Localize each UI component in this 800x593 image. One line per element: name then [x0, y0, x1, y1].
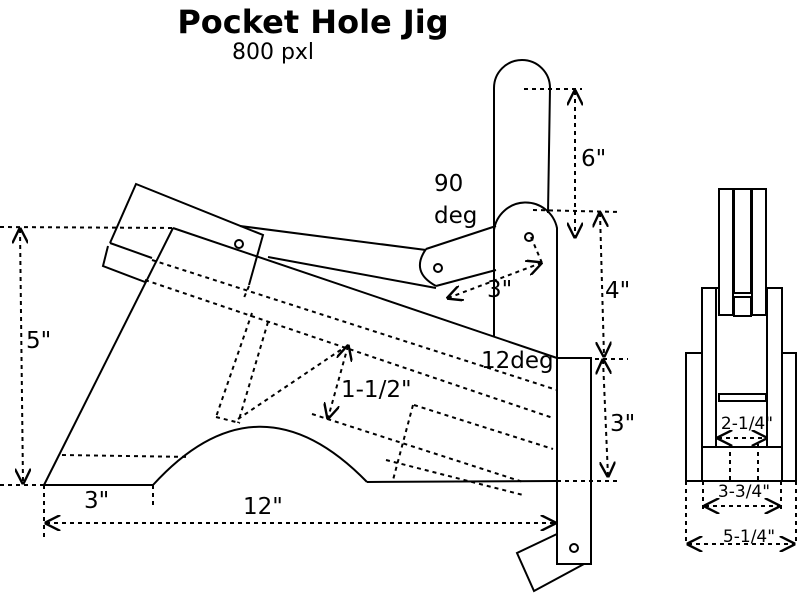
- handle-curve: [418, 248, 437, 287]
- handle-bottom-line: [267, 256, 437, 289]
- label-5-inch: 5": [26, 328, 51, 354]
- dim-arrow-5: [20, 229, 23, 483]
- dim-arrow-3-top: [448, 263, 541, 298]
- base-arch: [152, 425, 368, 486]
- base-line-right: [366, 480, 558, 483]
- end-crossbar: [718, 393, 767, 402]
- label-12-inch: 12": [243, 494, 283, 520]
- drill-axis-a: [151, 259, 558, 391]
- label-3-75-inch: 3-3/4": [718, 482, 770, 502]
- label-6-inch: 6": [581, 146, 606, 172]
- bore-diag: [237, 346, 346, 420]
- label-5-25-inch: 5-1/4": [723, 527, 775, 547]
- bore-left: [215, 312, 253, 418]
- dimension-labels: 90 deg 6" 3" 4" 5" 12deg 1-1/2" 3" 3" 12…: [26, 146, 635, 520]
- wood-line-a: [413, 404, 554, 450]
- lever-upper: [425, 225, 497, 250]
- label-3-inch-bottom: 3": [84, 488, 109, 514]
- label-3-inch-right: 3": [610, 411, 635, 437]
- label-90: 90: [434, 171, 463, 197]
- label-1-5-inch: 1-1/2": [341, 377, 412, 403]
- wood-line-b: [392, 404, 414, 481]
- end-post-left: [718, 188, 734, 316]
- bore-bottom: [215, 416, 241, 424]
- guide-edge-a: [109, 242, 153, 259]
- hidden-lines: [0, 88, 628, 540]
- page-subtitle: 800 pxl: [232, 40, 314, 65]
- dimension-arrows: [20, 91, 608, 523]
- ref-line-top: [0, 226, 176, 229]
- label-3-inch-top: 3": [487, 277, 512, 303]
- label-2-25-inch: 2-1/4": [721, 414, 773, 434]
- end-post-block: [733, 296, 752, 317]
- dim-arrow-3-right: [603, 360, 608, 476]
- page-title: Pocket Hole Jig: [177, 3, 448, 41]
- slope-left-edge: [43, 227, 174, 486]
- angle-ref: [530, 236, 543, 264]
- guide-edge-b: [101, 245, 146, 283]
- wood-line-d: [385, 459, 524, 496]
- jig-end-view: 2-1/4" 3-3/4" 5-1/4": [685, 188, 797, 547]
- dim-arrow-4: [600, 213, 604, 356]
- fence-plate: [556, 357, 592, 565]
- clamp-post-upper: [493, 59, 552, 214]
- drill-guide-block: [109, 182, 265, 286]
- handle-top-line: [239, 225, 427, 251]
- jig-side-profile: [43, 59, 592, 593]
- label-12-deg: 12deg: [481, 348, 554, 374]
- wedge-top-edge: [172, 227, 558, 359]
- clamp-post-lower: [493, 201, 558, 358]
- end-post-right: [751, 188, 767, 316]
- label-4-inch: 4": [605, 278, 630, 304]
- wood-line-c: [311, 413, 524, 483]
- clamp-foot: [515, 533, 585, 593]
- fence-hole: [569, 543, 579, 553]
- handle-pivot: [433, 263, 443, 273]
- end-foot: [701, 446, 783, 482]
- post-pivot: [524, 232, 534, 242]
- guide-pivot: [234, 239, 244, 249]
- end-post-mid: [733, 188, 752, 294]
- label-deg: deg: [434, 203, 477, 229]
- bore-right: [237, 321, 269, 424]
- base-inner-line: [61, 454, 191, 458]
- guide-dash: [242, 285, 250, 301]
